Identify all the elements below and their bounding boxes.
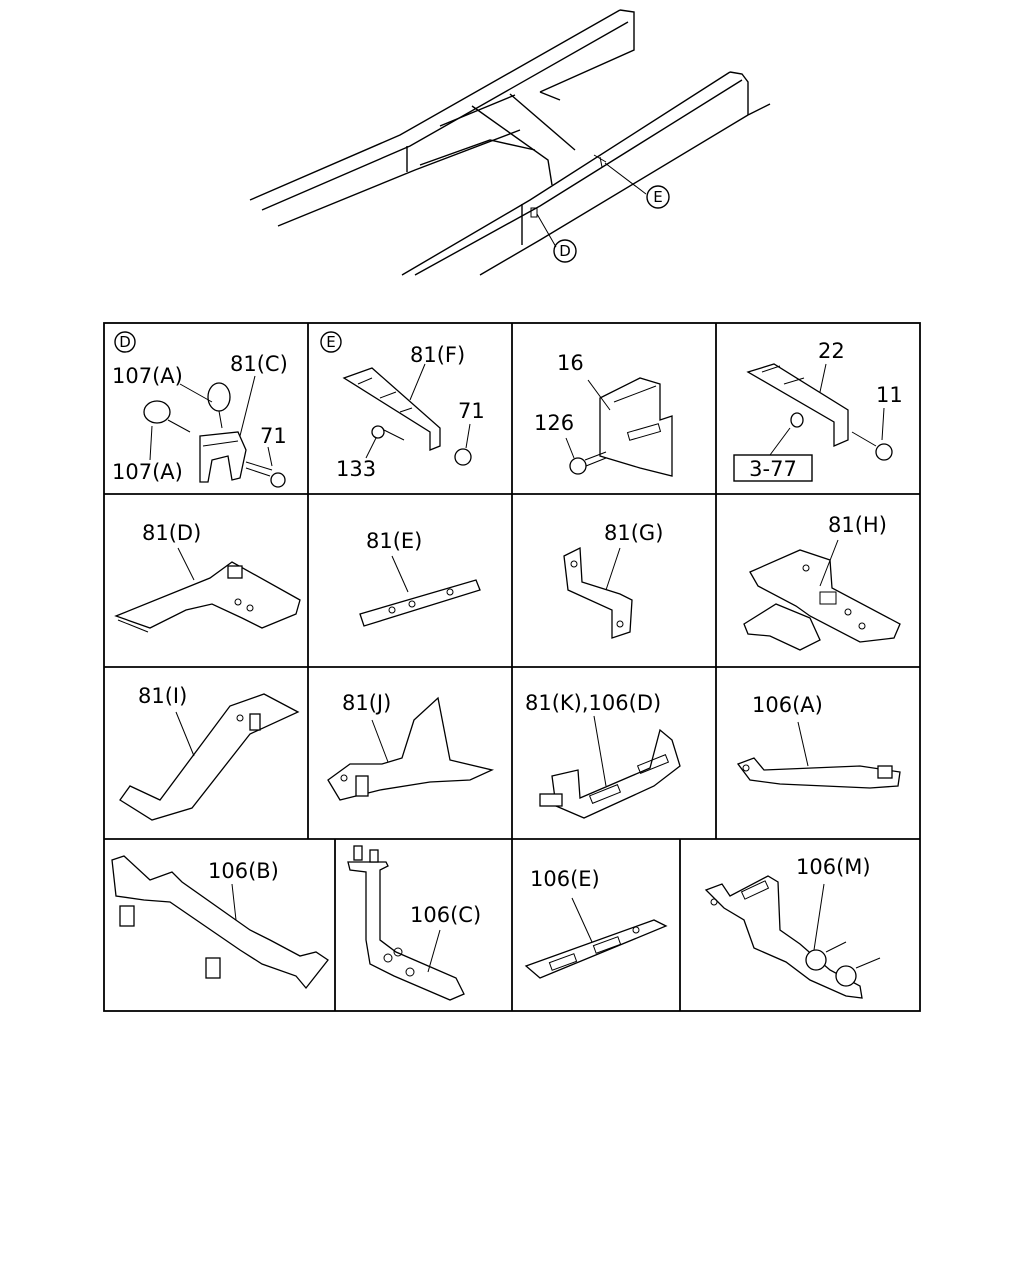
label-81e: 81(E): [366, 529, 422, 553]
label-106b: 106(B): [208, 859, 279, 883]
label-16: 16: [557, 351, 584, 375]
label-81j: 81(J): [342, 691, 391, 715]
cell-part-16: 16 126: [534, 351, 673, 477]
callout-d-circle: [553, 239, 577, 263]
cell-part-81i: 81(I): [119, 684, 300, 821]
bolt-126-head: [569, 457, 587, 475]
bracket-22: [746, 363, 849, 447]
label-81f: 81(F): [410, 343, 465, 367]
chassis-frame-illustration: D E: [249, 9, 771, 276]
plate-106e: [524, 919, 668, 979]
clamp-107a-lower: [143, 400, 171, 424]
bracket-81k: [551, 728, 681, 819]
cell-part-106b: 106(B): [111, 855, 329, 990]
callout-d-label: D: [559, 242, 571, 260]
label-81d: 81(D): [142, 521, 201, 545]
cell-part-106m: 106(M): [704, 855, 881, 999]
cell-e-marker: E: [326, 333, 335, 351]
label-126: 126: [534, 411, 574, 435]
cell-part-81j: 81(J): [327, 691, 494, 801]
label-11: 11: [876, 383, 903, 407]
bracket-106a: [736, 757, 901, 789]
label-81h: 81(H): [828, 513, 887, 537]
label-107a-bottom: 107(A): [112, 460, 183, 484]
label-71-d: 71: [260, 424, 287, 448]
clamp-107a-upper: [207, 382, 231, 412]
washer: [790, 412, 804, 428]
bracket-81d: [114, 561, 301, 629]
bracket-106c: [347, 861, 465, 1001]
bolt-133-head: [371, 425, 385, 439]
label-106c: 106(C): [410, 903, 481, 927]
bracket-106b: [111, 855, 329, 990]
bracket-81f: [342, 367, 441, 451]
cell-detail-e: E 81(F) 71 133: [320, 331, 485, 481]
cell-part-106e: 106(E): [524, 867, 668, 979]
label-81i: 81(I): [138, 684, 187, 708]
reference-box-label: 3-77: [749, 457, 797, 481]
nut-71-e: [454, 448, 472, 466]
reference-box: [733, 454, 813, 482]
weld-nut-81d: [227, 565, 243, 579]
label-106m: 106(M): [796, 855, 871, 879]
label-107a-top: 107(A): [112, 364, 183, 388]
bracket-81h: [749, 549, 901, 643]
plate-81e: [359, 579, 481, 627]
callout-e-circle: [646, 185, 670, 209]
cell-d-marker: D: [119, 333, 131, 351]
label-81g: 81(G): [604, 521, 663, 545]
cell-detail-d: D 107(A) 81(C) 71 107(A): [112, 331, 288, 488]
stud-81k: [539, 793, 563, 807]
label-133: 133: [336, 457, 376, 481]
cell-part-81e: 81(E): [359, 529, 481, 627]
cell-part-81k-106d: 81(K),106(D): [525, 691, 681, 819]
label-71-e: 71: [458, 399, 485, 423]
cell-part-81d: 81(D): [114, 521, 301, 633]
parts-grid: [103, 322, 921, 1012]
callout-e-label: E: [653, 188, 662, 206]
label-106e: 106(E): [530, 867, 600, 891]
cell-part-81h: 81(H): [743, 513, 901, 651]
bracket-81i: [119, 693, 300, 821]
label-81k-106d: 81(K),106(D): [525, 691, 661, 715]
label-81c: 81(C): [230, 352, 288, 376]
label-22: 22: [818, 339, 845, 363]
cell-part-106a: 106(A): [736, 693, 901, 789]
bracket-16: [599, 377, 673, 477]
label-106a: 106(A): [752, 693, 823, 717]
cell-part-22: 22 11 3-77: [733, 339, 903, 482]
bracket-81c: [199, 431, 247, 483]
nut-71-d: [270, 472, 286, 488]
bracket-81j: [327, 696, 494, 801]
cell-part-106c: 106(C): [347, 845, 481, 1001]
cell-part-81g: 81(G): [563, 521, 663, 639]
bracket-81g: [563, 546, 633, 639]
bolt-11-head: [875, 443, 893, 461]
